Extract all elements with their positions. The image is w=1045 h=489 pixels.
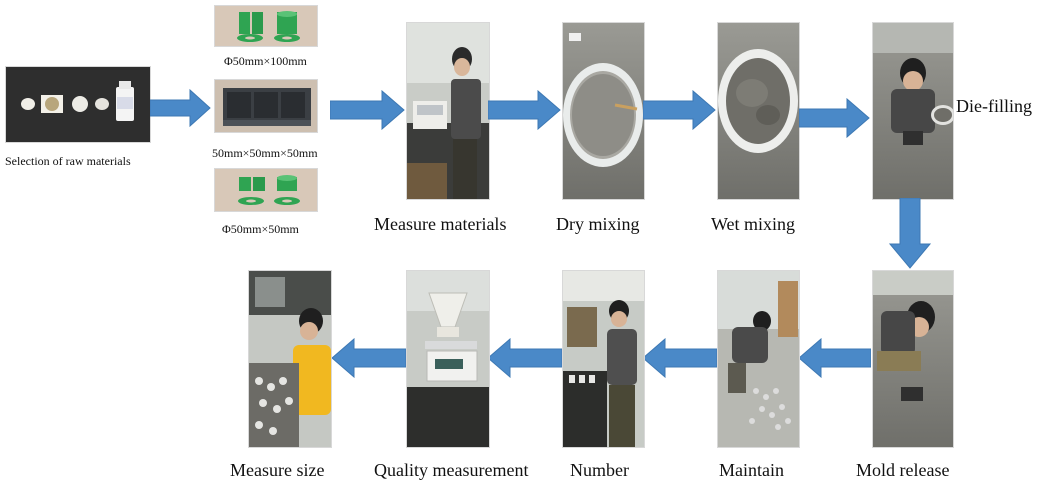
cylinder-mold-50-photo (214, 168, 318, 212)
step-label-number: Number (570, 460, 629, 480)
raw-materials-caption: Selection of raw materials (5, 154, 131, 168)
arrow-quality-to-size (332, 338, 406, 378)
mold-release-photo (872, 270, 954, 448)
measure-materials-photo (406, 22, 490, 200)
arrow-molds-to-measure (330, 90, 405, 130)
cube-mold-photo (214, 79, 318, 133)
measure-size-photo (248, 270, 332, 448)
step-label-mold-release: Mold release (856, 460, 950, 480)
arrow-raw-to-molds (150, 88, 211, 128)
arrow-wet-to-die (799, 98, 870, 138)
raw-materials-photo (5, 66, 151, 143)
dry-mixing-photo (562, 22, 645, 200)
arrow-die-to-release (888, 198, 932, 269)
arrow-release-to-maintain (799, 338, 871, 378)
mold-caption-1: Φ50mm×100mm (224, 54, 307, 68)
maintain-photo (717, 270, 800, 448)
number-photo (562, 270, 645, 448)
step-label-maintain: Maintain (719, 460, 784, 480)
mold-caption-3: Φ50mm×50mm (222, 222, 299, 236)
step-label-measure-materials: Measure materials (374, 214, 507, 234)
cylinder-mold-100-photo (214, 5, 318, 47)
step-label-quality-measurement: Quality measurement (374, 460, 529, 480)
mold-caption-2: 50mm×50mm×50mm (212, 146, 318, 160)
arrow-measure-to-dry (488, 90, 561, 130)
quality-measurement-photo (406, 270, 490, 448)
step-label-dry-mixing: Dry mixing (556, 214, 640, 234)
arrow-dry-to-wet (643, 90, 716, 130)
die-filling-photo (872, 22, 954, 200)
step-label-die-filling: Die-filling (956, 96, 1032, 116)
arrow-maintain-to-number (643, 338, 717, 378)
step-label-measure-size: Measure size (230, 460, 325, 480)
step-label-wet-mixing: Wet mixing (711, 214, 796, 234)
arrow-number-to-quality (488, 338, 562, 378)
wet-mixing-photo (717, 22, 800, 200)
